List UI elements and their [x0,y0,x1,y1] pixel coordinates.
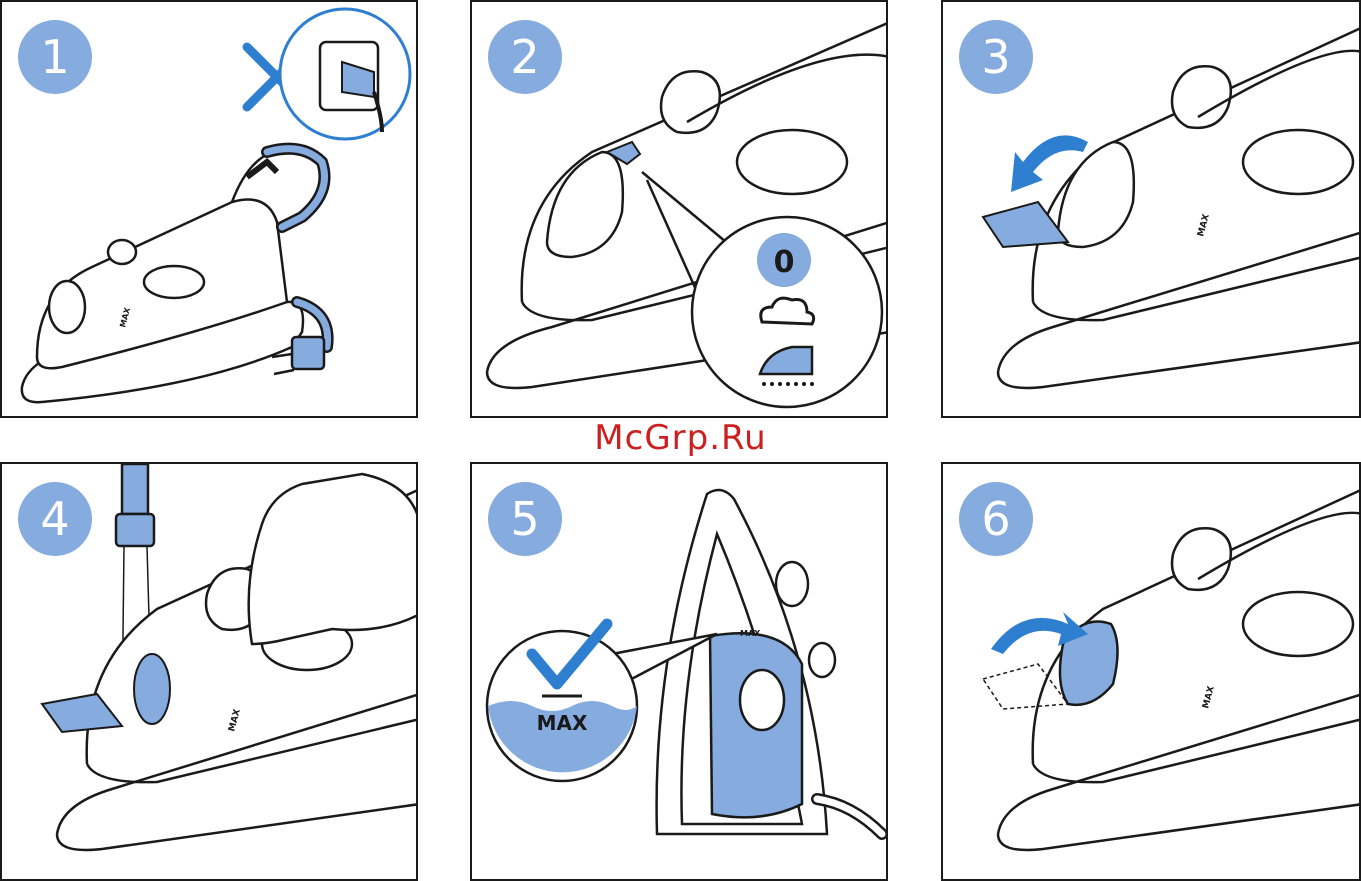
wall-socket-icon [280,9,410,139]
step-3-panel: 3 MAX [941,0,1361,418]
upright-iron-drawing [657,490,882,834]
step-1-panel: 1 MAX [0,0,418,418]
step-5-panel: 5 MAX MAX [470,462,888,881]
step-6-badge: 6 [959,482,1033,556]
iron-drawing [22,149,328,403]
step-1-badge: 1 [18,20,92,94]
iron-max-label: MAX [1196,213,1212,238]
step-4-panel: 4 MAX [0,462,418,881]
filling-opening [134,654,170,724]
zoom-callout: 0 [692,217,882,407]
iron-max-label: MAX [740,629,761,638]
iron-max-label: MAX [227,708,243,733]
step-2-panel: 2 0 [470,0,888,418]
steam-setting-value: 0 [774,245,795,280]
step-6-panel: 6 MAX [941,462,1361,881]
step-5-badge: 5 [488,482,562,556]
step-4-badge: 4 [18,482,92,556]
callout-max-label: MAX [537,711,588,735]
iron-drawing [998,489,1361,850]
iron-max-label: MAX [1201,685,1217,710]
step-3-badge: 3 [959,20,1033,94]
hand-drawing [249,474,418,644]
iron-drawing [998,27,1361,388]
step-2-badge: 2 [488,20,562,94]
watermark: McGrp.Ru [0,418,1361,458]
